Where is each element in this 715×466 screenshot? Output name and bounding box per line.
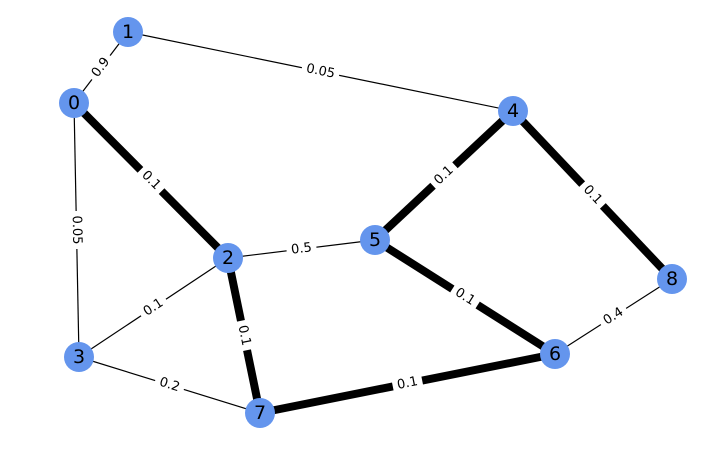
node-1: 1: [113, 17, 143, 47]
edge-label-background: [134, 163, 168, 198]
edge-label-text: 0.5: [290, 240, 312, 257]
node-0: 0: [59, 88, 89, 118]
edge-label-background: [67, 210, 86, 250]
edge-label-background: [426, 158, 462, 193]
node-circle: [213, 243, 243, 273]
node-7: 7: [245, 398, 275, 428]
node-6: 6: [540, 339, 570, 369]
node-3: 3: [64, 342, 94, 372]
edge-label-background: [84, 50, 118, 85]
edge-label-text: 0.05: [305, 61, 336, 82]
edge-label-0-3: 0.05: [67, 210, 86, 250]
edge-label-5-6: 0.1: [447, 281, 483, 313]
edge-label-2-7: 0.1: [232, 318, 256, 353]
node-label: 7: [254, 402, 266, 424]
edge-label-1-4: 0.05: [300, 58, 341, 85]
nodes-layer: 0 1 2 3 4 5 6 7 8: [59, 17, 687, 428]
edge-label-background: [391, 371, 424, 396]
node-label: 5: [369, 229, 381, 251]
node-circle: [540, 339, 570, 369]
node-circle: [245, 398, 275, 428]
edge-label-8-6: 0.4: [596, 300, 631, 333]
node-label: 3: [73, 346, 85, 368]
node-circle: [360, 225, 390, 255]
edge-label-background: [232, 318, 256, 353]
edges-layer: [71, 31, 675, 417]
node-label: 6: [549, 343, 561, 365]
node-label: 2: [222, 247, 234, 269]
node-label: 8: [666, 268, 678, 290]
node-2: 2: [213, 243, 243, 273]
edge-label-2-3: 0.1: [136, 291, 171, 324]
edge-label-background: [285, 238, 318, 260]
node-8: 8: [657, 264, 687, 294]
edge-label-3-7: 0.2: [152, 371, 187, 399]
edge-label-text: 0.1: [396, 374, 419, 393]
edge-label-background: [300, 58, 341, 85]
node-4: 4: [498, 96, 528, 126]
node-circle: [59, 88, 89, 118]
edge-label-text: 0.2: [157, 375, 181, 395]
node-circle: [657, 264, 687, 294]
node-label: 0: [68, 92, 80, 114]
node-circle: [64, 342, 94, 372]
node-circle: [113, 17, 143, 47]
edge-label-background: [152, 371, 187, 399]
node-5: 5: [360, 225, 390, 255]
node-label: 1: [122, 21, 134, 43]
node-label: 4: [507, 100, 519, 122]
edge-label-2-5: 0.5: [285, 238, 318, 260]
edge-label-text: 0.05: [69, 215, 85, 244]
edge-label-0-1: 0.9: [84, 50, 118, 85]
edge-label-background: [136, 291, 171, 324]
edge-label-7-6: 0.1: [391, 371, 424, 396]
node-circle: [498, 96, 528, 126]
edge-label-background: [447, 281, 483, 313]
edge-label-background: [596, 300, 631, 333]
edge-label-text: 0.1: [235, 324, 254, 347]
edge-label-background: [575, 177, 610, 213]
